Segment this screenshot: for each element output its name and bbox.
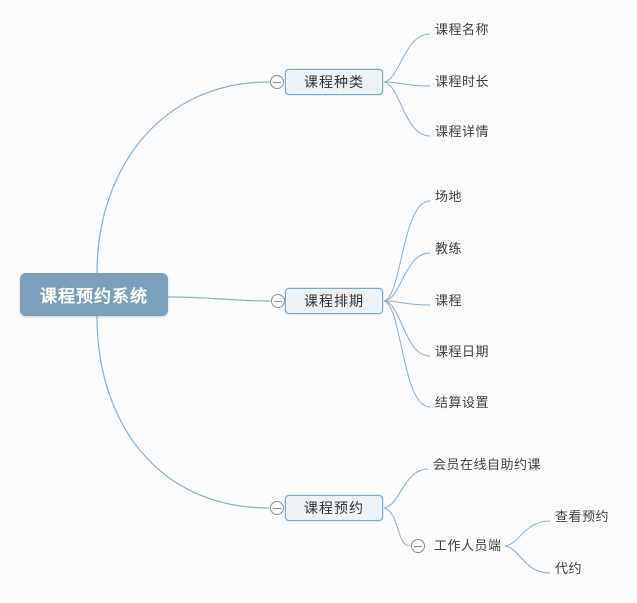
- leaf-node-staff-side[interactable]: 工作人员端: [434, 538, 502, 553]
- leaf-node-member-online-self-booking[interactable]: 会员在线自助约课: [433, 457, 542, 472]
- collapse-button-course-booking[interactable]: [270, 501, 284, 515]
- connector-leaf: [504, 520, 551, 547]
- connector-leaf: [383, 200, 431, 302]
- connector-root-branch2: [167, 296, 271, 302]
- connector-leaf: [504, 545, 551, 574]
- collapse-button-course-scheduling[interactable]: [271, 294, 285, 308]
- collapse-minus-icon: [274, 300, 282, 302]
- connector-leaf: [383, 252, 431, 302]
- collapse-minus-icon: [414, 545, 422, 547]
- connector-leaf: [383, 81, 431, 87]
- connector-leaf: [383, 300, 431, 306]
- collapse-button-staff-side[interactable]: [411, 539, 425, 553]
- leaf-node-venue[interactable]: 场地: [435, 189, 463, 204]
- connector-leaf: [383, 300, 431, 408]
- connector-root-branch3: [96, 315, 270, 509]
- connector-root-branch1: [96, 81, 270, 274]
- connector-leaf: [383, 81, 431, 137]
- connector-leaf: [383, 468, 429, 509]
- collapse-minus-icon: [273, 81, 281, 83]
- leaf-node-course-details[interactable]: 课程详情: [435, 124, 490, 139]
- leaf-node-view-bookings[interactable]: 查看预约: [555, 509, 610, 524]
- branch-node-course-types[interactable]: 课程种类: [285, 69, 383, 95]
- root-node-course-reservation-system[interactable]: 课程预约系统: [20, 273, 168, 316]
- connector-leaf: [383, 507, 411, 547]
- leaf-node-settlement-settings[interactable]: 结算设置: [435, 395, 490, 410]
- collapse-button-course-types[interactable]: [270, 75, 284, 89]
- collapse-minus-icon: [273, 507, 281, 509]
- leaf-node-course[interactable]: 课程: [435, 293, 463, 308]
- branch-node-course-booking[interactable]: 课程预约: [285, 495, 383, 521]
- connector-leaf: [383, 33, 431, 83]
- leaf-node-course-name[interactable]: 课程名称: [435, 22, 490, 37]
- leaf-node-course-date[interactable]: 课程日期: [435, 344, 490, 359]
- connector-leaf: [383, 300, 431, 357]
- leaf-node-proxy-booking[interactable]: 代约: [555, 561, 583, 576]
- branch-node-course-scheduling[interactable]: 课程排期: [285, 288, 383, 314]
- leaf-node-course-duration[interactable]: 课程时长: [435, 74, 490, 89]
- leaf-node-coach[interactable]: 教练: [435, 241, 463, 256]
